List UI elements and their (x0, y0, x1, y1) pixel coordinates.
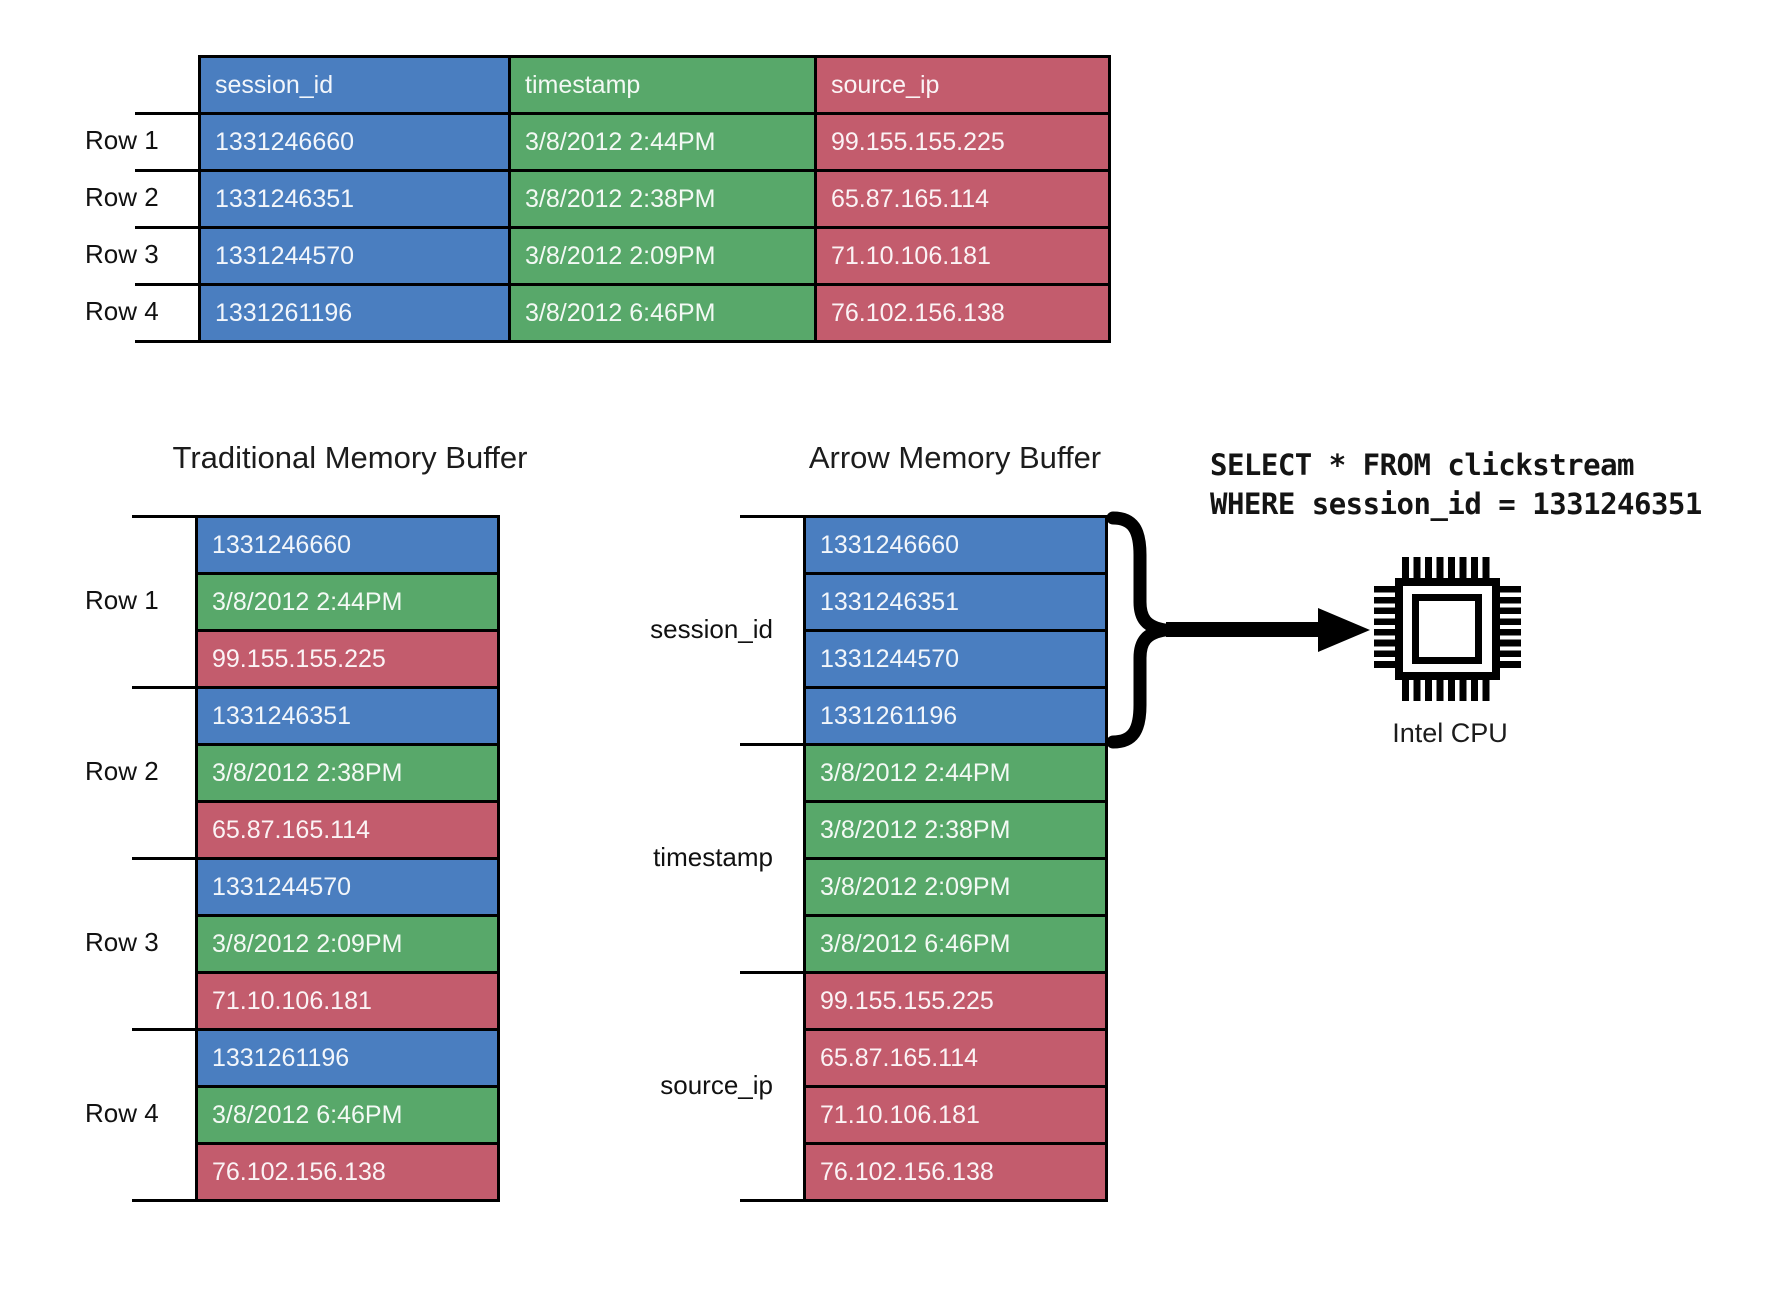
right-arrow-icon (1166, 622, 1322, 637)
cpu-label: Intel CPU (1392, 718, 1508, 748)
table-cell: 3/8/2012 6:46PM (508, 283, 817, 343)
buffer-cell: 71.10.106.181 (803, 1085, 1108, 1145)
table-cell: 71.10.106.181 (814, 226, 1111, 286)
buffer-cell: 99.155.155.225 (195, 629, 500, 689)
buffer-cell: 3/8/2012 2:44PM (803, 743, 1108, 803)
buffer-cell: 99.155.155.225 (803, 971, 1108, 1031)
buffer-cell: 1331244570 (195, 857, 500, 917)
row-label: Row 3 (85, 239, 159, 269)
cpu-pins-bottom (1402, 680, 1494, 701)
sql-query-line-2: WHERE session_id = 1331246351 (1210, 487, 1702, 521)
column-boundary-tick (740, 743, 803, 746)
row-boundary-tick (132, 515, 195, 518)
row-label: Row 3 (85, 927, 159, 957)
buffer-cell: 65.87.165.114 (803, 1028, 1108, 1088)
table-header-cell: session_id (198, 55, 511, 115)
buffer-cell: 1331244570 (803, 629, 1108, 689)
buffer-cell: 1331246351 (195, 686, 500, 746)
table-header-cell: source_ip (814, 55, 1111, 115)
buffer-cell: 3/8/2012 2:44PM (195, 572, 500, 632)
column-boundary-tick (740, 971, 803, 974)
row-label: Row 2 (85, 182, 159, 212)
buffer-cell: 71.10.106.181 (195, 971, 500, 1031)
buffer-cell: 1331246660 (195, 515, 500, 575)
buffer-cell: 1331246351 (803, 572, 1108, 632)
row-boundary-tick (132, 1199, 195, 1202)
traditional-buffer-stack: 1331246660 3/8/2012 2:44PM 99.155.155.22… (195, 515, 500, 1202)
buffer-cell: 65.87.165.114 (195, 800, 500, 860)
row-boundary-tick (135, 340, 198, 343)
buffer-cell: 3/8/2012 2:09PM (803, 857, 1108, 917)
row-label: Row 1 (85, 585, 159, 615)
buffer-cell: 3/8/2012 2:09PM (195, 914, 500, 974)
arrow-buffer-stack: 1331246660 1331246351 1331244570 1331261… (803, 515, 1108, 1202)
buffer-cell: 1331261196 (803, 686, 1108, 746)
table-cell: 1331244570 (198, 226, 511, 286)
row-boundary-tick (132, 686, 195, 689)
traditional-buffer-title: Traditional Memory Buffer (172, 440, 528, 475)
row-label: Row 4 (85, 1098, 159, 1128)
top-table: session_id 1331246660 1331246351 1331244… (198, 55, 1111, 343)
buffer-cell: 3/8/2012 2:38PM (803, 800, 1108, 860)
cpu-pins-left (1374, 586, 1395, 672)
table-cell: 76.102.156.138 (814, 283, 1111, 343)
cpu-chip-die (1412, 594, 1482, 664)
cpu-pins-right (1500, 586, 1521, 672)
curly-brace-icon (1106, 511, 1172, 749)
column-label-timestamp: timestamp (653, 842, 773, 872)
table-cell: 1331261196 (198, 283, 511, 343)
column-boundary-tick (740, 515, 803, 518)
arrow-buffer-title: Arrow Memory Buffer (808, 440, 1102, 475)
cpu-pins-top (1402, 557, 1494, 578)
buffer-cell: 76.102.156.138 (803, 1142, 1108, 1202)
row-boundary-tick (135, 169, 198, 172)
buffer-cell: 3/8/2012 2:38PM (195, 743, 500, 803)
table-cell: 3/8/2012 2:44PM (508, 112, 817, 172)
row-boundary-tick (132, 1028, 195, 1031)
row-boundary-tick (135, 112, 198, 115)
table-column-source-ip: source_ip 99.155.155.225 65.87.165.114 7… (814, 55, 1111, 343)
table-column-session-id: session_id 1331246660 1331246351 1331244… (198, 55, 511, 343)
row-label: Row 4 (85, 296, 159, 326)
column-label-source-ip: source_ip (660, 1070, 773, 1100)
sql-query-line-1: SELECT * FROM clickstream (1210, 448, 1635, 482)
buffer-cell: 1331261196 (195, 1028, 500, 1088)
table-column-timestamp: timestamp 3/8/2012 2:44PM 3/8/2012 2:38P… (508, 55, 817, 343)
row-boundary-tick (132, 857, 195, 860)
buffer-cell: 3/8/2012 6:46PM (195, 1085, 500, 1145)
row-label: Row 1 (85, 125, 159, 155)
column-label-session-id: session_id (650, 614, 773, 644)
row-boundary-tick (135, 226, 198, 229)
table-cell: 1331246660 (198, 112, 511, 172)
table-header-cell: timestamp (508, 55, 817, 115)
table-cell: 3/8/2012 2:38PM (508, 169, 817, 229)
table-cell: 99.155.155.225 (814, 112, 1111, 172)
table-cell: 65.87.165.114 (814, 169, 1111, 229)
row-label: Row 2 (85, 756, 159, 786)
row-boundary-tick (135, 283, 198, 286)
right-arrow-head-icon (1318, 608, 1370, 652)
buffer-cell: 1331246660 (803, 515, 1108, 575)
column-boundary-tick (740, 1199, 803, 1202)
table-cell: 3/8/2012 2:09PM (508, 226, 817, 286)
buffer-cell: 76.102.156.138 (195, 1142, 500, 1202)
table-cell: 1331246351 (198, 169, 511, 229)
buffer-cell: 3/8/2012 6:46PM (803, 914, 1108, 974)
